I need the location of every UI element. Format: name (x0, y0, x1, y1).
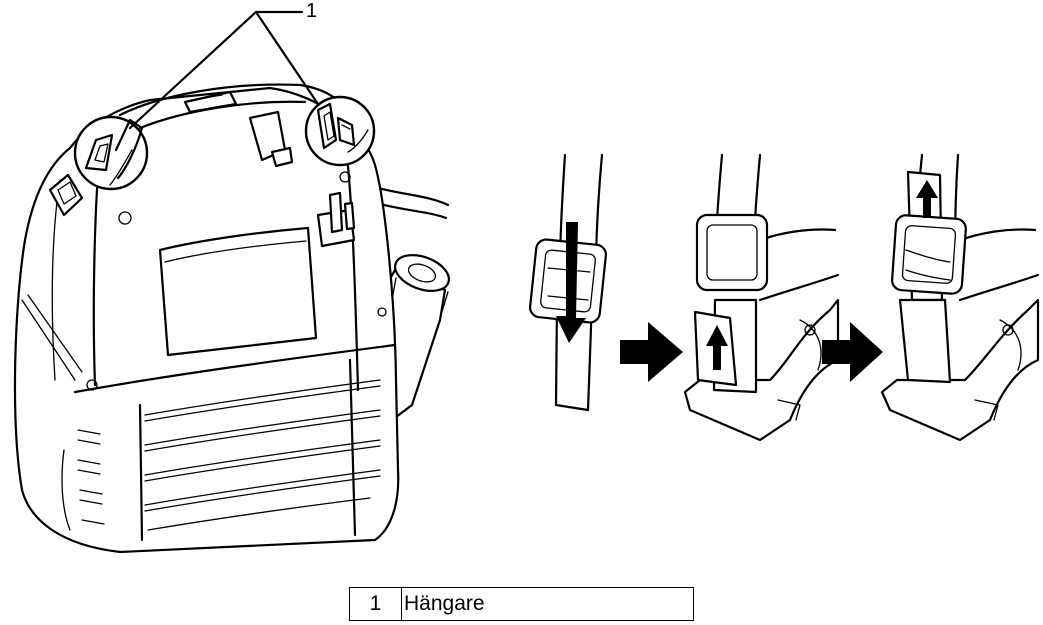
strap-step-3 (880, 153, 1040, 442)
strap-step-2 (683, 153, 840, 442)
backpack-device (13, 10, 450, 554)
strap-step-1 (529, 153, 607, 412)
right-arrow-icon (822, 322, 883, 382)
right-arrow-icon (620, 322, 683, 382)
callout-leader-lines (128, 10, 320, 130)
legend-label: Hängare (404, 592, 485, 615)
legend-table: 1 Hängare (349, 587, 694, 621)
legend-number: 1 (350, 588, 402, 620)
hanger-right-circle (304, 95, 376, 167)
callout-number: 1 (306, 0, 318, 22)
hanger-left-circle (73, 115, 149, 191)
